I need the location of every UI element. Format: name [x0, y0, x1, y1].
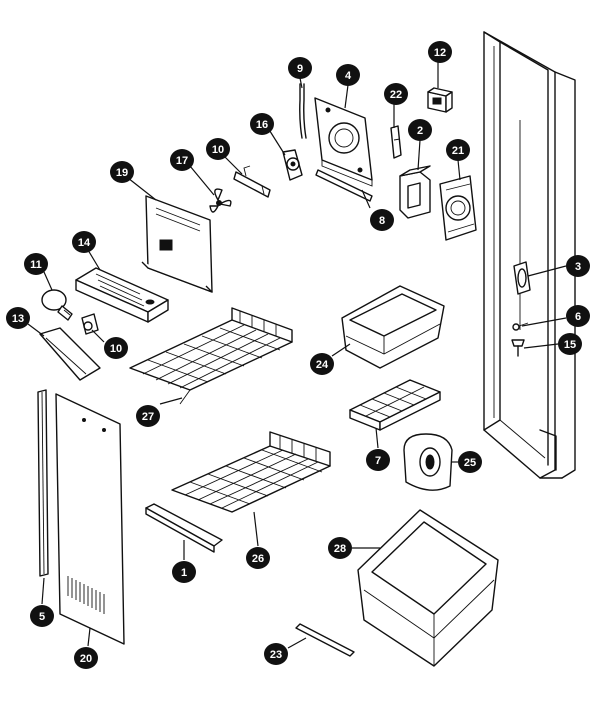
svg-text:1: 1 [181, 567, 187, 579]
callout-20: 20 [74, 647, 98, 669]
svg-text:17: 17 [176, 155, 188, 167]
svg-text:22: 22 [390, 89, 402, 101]
part-21-fan-shroud [439, 175, 477, 241]
svg-text:26: 26 [252, 553, 264, 565]
svg-text:9: 9 [297, 63, 303, 75]
callout-10-bottom: 10 [104, 337, 128, 359]
callouts: 12 9 4 22 16 2 10 21 17 19 8 14 11 3 6 1… [6, 41, 590, 669]
callout-3: 3 [566, 255, 590, 277]
svg-text:11: 11 [30, 259, 42, 271]
svg-text:2: 2 [417, 125, 423, 137]
callout-2: 2 [408, 119, 432, 141]
svg-text:16: 16 [256, 119, 268, 131]
svg-text:28: 28 [334, 543, 346, 555]
callout-24: 24 [310, 353, 334, 375]
svg-text:7: 7 [375, 455, 381, 467]
cabinet-liner [483, 31, 576, 479]
part-24-ice-bin [341, 285, 445, 369]
svg-text:15: 15 [564, 339, 576, 351]
svg-text:23: 23 [270, 649, 282, 661]
part-26-lower-shelf [171, 431, 331, 513]
callout-27: 27 [136, 405, 160, 427]
part-10-fan-bracket [233, 165, 271, 198]
part-15-screw [511, 339, 525, 357]
callout-6: 6 [566, 305, 590, 327]
part-8-strip [315, 169, 373, 202]
callout-15: 15 [558, 333, 582, 355]
part-14-lamp-housing [75, 267, 169, 323]
part-3-cap [513, 261, 531, 295]
callout-7: 7 [366, 449, 390, 471]
svg-text:27: 27 [142, 411, 154, 423]
part-4-cover-panel [314, 97, 373, 187]
callout-21: 21 [446, 139, 470, 161]
svg-text:3: 3 [575, 261, 581, 273]
callout-11: 11 [24, 253, 48, 275]
svg-text:10: 10 [110, 343, 122, 355]
part-1-shelf-trim [145, 503, 223, 553]
callout-8: 8 [370, 209, 394, 231]
callout-26: 26 [246, 547, 270, 569]
svg-text:5: 5 [39, 611, 45, 623]
svg-text:13: 13 [12, 313, 24, 325]
svg-text:21: 21 [452, 145, 464, 157]
callout-5: 5 [30, 605, 54, 627]
callout-10-top: 10 [206, 138, 230, 160]
callout-23: 23 [264, 643, 288, 665]
part-19-duct-panel [141, 195, 213, 293]
part-22-bracket [390, 125, 402, 159]
part-20-back-panel [55, 393, 125, 645]
callout-19: 19 [110, 161, 134, 183]
callout-4: 4 [336, 64, 360, 86]
part-11-light-bulb [41, 289, 73, 321]
svg-text:12: 12 [434, 47, 446, 59]
callout-25: 25 [458, 451, 482, 473]
svg-text:14: 14 [78, 237, 91, 249]
callout-9: 9 [288, 57, 312, 79]
svg-text:8: 8 [379, 215, 385, 227]
svg-text:10: 10 [212, 144, 224, 156]
part-27-upper-shelf [129, 307, 293, 405]
part-16-control [282, 149, 303, 181]
callout-1: 1 [172, 561, 196, 583]
svg-text:24: 24 [316, 359, 329, 371]
part-13-lamp-cover [39, 327, 101, 381]
part-7-ice-tray [349, 379, 441, 431]
part-18-socket [81, 313, 99, 335]
part-9-rod [299, 83, 307, 139]
callout-28: 28 [328, 537, 352, 559]
part-28-crisper [357, 509, 499, 667]
svg-text:20: 20 [80, 653, 92, 665]
callout-16: 16 [250, 113, 274, 135]
part-17-fan-blade [209, 188, 232, 213]
part-2-housing [399, 165, 431, 219]
svg-text:6: 6 [575, 311, 581, 323]
callout-17: 17 [170, 149, 194, 171]
leader-lines [27, 62, 567, 649]
svg-text:25: 25 [464, 457, 476, 469]
part-25-ice-bucket [403, 433, 453, 491]
callout-14: 14 [72, 231, 96, 253]
part-6-screw [512, 322, 529, 331]
callout-13: 13 [6, 307, 30, 329]
part-12-switch [427, 87, 453, 113]
part-23-strip [295, 623, 355, 657]
callout-12: 12 [428, 41, 452, 63]
part-5-side-rail [37, 389, 49, 577]
callout-22: 22 [384, 83, 408, 105]
svg-text:4: 4 [345, 70, 352, 82]
svg-text:19: 19 [116, 167, 128, 179]
